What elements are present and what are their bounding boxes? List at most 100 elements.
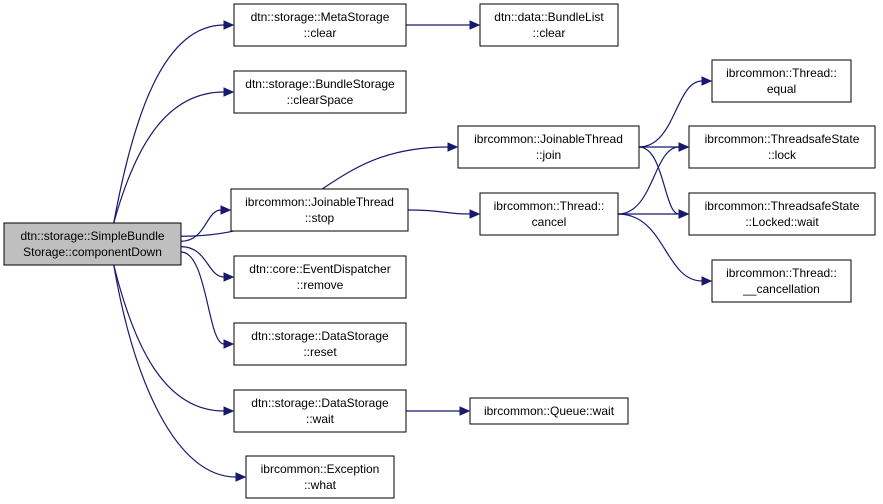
arrowhead [459,406,471,416]
node-box [688,125,876,169]
node-label-line: ::clearSpace [287,93,354,107]
node-joinable-join[interactable]: ibrcommon::JoinableThread::join [457,125,640,169]
edge-line [113,264,225,412]
node-label-line: ibrcommon::ThreadsafeState [705,132,860,146]
arrowhead [678,142,690,152]
node-label-line: ibrcommon::Thread:: [726,266,837,280]
node-box [457,125,640,169]
node-label-line: dtn::core::EventDispatcher [249,262,390,276]
node-label-line: cancel [532,215,567,229]
edge-root-to-datastorage-reset [180,251,235,349]
node-label-line: __cancellation [742,282,820,296]
arrowhead [223,406,235,416]
node-label-line: ::join [536,148,561,162]
node-label-line: ibrcommon::JoinableThread [245,195,394,209]
node-tss-lock[interactable]: ibrcommon::ThreadsafeState::lock [688,125,876,169]
node-label-line: ibrcommon::JoinableThread [474,132,623,146]
edge-root-to-eventdispatcher-remove [180,246,235,282]
arrowhead [469,20,481,30]
edge-joinable-join-to-thread-equal [638,76,713,148]
edge-layer [113,20,713,482]
node-thread-equal[interactable]: ibrcommon::Thread::equal [711,59,852,103]
node-label-line: dtn::storage::BundleStorage [245,77,395,91]
node-label-line: ::Locked::wait [745,215,819,229]
edge-line [180,251,225,345]
arrowhead [223,20,235,30]
node-label-line: dtn::storage::SimpleBundle [20,229,164,243]
arrowhead [223,339,235,349]
node-label-line: dtn::storage::DataStorage [251,329,389,343]
node-layer: dtn::storage::SimpleBundleStorage::compo… [3,3,876,499]
arrowhead [220,205,232,215]
node-label-line: dtn::data::BundleList [494,10,604,24]
node-datastorage-reset[interactable]: dtn::storage::DataStorage::reset [233,322,407,366]
node-bundlestorage-clearspace[interactable]: dtn::storage::BundleStorage::clearSpace [233,70,407,114]
node-box [711,259,852,303]
node-thread-cancellation[interactable]: ibrcommon::Thread::__cancellation [711,259,852,303]
edge-line [113,24,225,224]
node-label-line: ::remove [297,278,344,292]
arrowhead [469,209,481,219]
node-box [688,192,876,236]
edge-joinable-stop-to-thread-cancel [407,209,481,219]
node-box [479,192,619,236]
edge-metastorage-clear-to-bundlelist-clear [406,20,481,30]
node-box [245,455,395,499]
node-label-line: ::clear [533,26,566,40]
node-box [233,255,407,299]
edge-line [180,209,222,242]
node-label-line: ibrcommon::Exception [261,462,380,476]
edge-thread-cancel-to-thread-cancellation [617,213,713,286]
node-label-line: ::reset [303,345,337,359]
node-tss-locked-wait[interactable]: ibrcommon::ThreadsafeState::Locked::wait [688,192,876,236]
edge-datastorage-wait-to-queue-wait [405,406,471,416]
node-datastorage-wait[interactable]: dtn::storage::DataStorage::wait [233,389,407,433]
node-label-line: dtn::storage::MetaStorage [251,10,390,24]
node-label-line: ::clear [304,26,337,40]
arrowhead [678,209,690,219]
node-box [711,59,852,103]
node-exception-what[interactable]: ibrcommon::Exception::what [245,455,395,499]
edge-line [617,146,680,215]
node-label-line: ::wait [306,412,335,426]
arrowhead [701,76,713,86]
arrowhead [235,472,247,482]
node-joinable-stop[interactable]: ibrcommon::JoinableThread::stop [230,188,409,232]
node-label-line: dtn::storage::DataStorage [251,396,389,410]
node-root[interactable]: dtn::storage::SimpleBundleStorage::compo… [3,222,182,266]
node-thread-cancel[interactable]: ibrcommon::Thread::cancel [479,192,619,236]
arrowhead [223,87,235,97]
edge-root-to-datastorage-wait [113,264,235,416]
node-box [233,3,407,47]
arrowhead [223,272,235,282]
node-label-line: ibrcommon::Thread:: [494,199,605,213]
node-label-line: ibrcommon::Thread:: [726,66,837,80]
node-queue-wait[interactable]: ibrcommon::Queue::wait [469,397,629,425]
node-bundlelist-clear[interactable]: dtn::data::BundleList::clear [479,3,619,47]
edge-line [638,80,703,148]
edge-thread-cancel-to-tss-locked-wait [618,209,690,219]
node-label-line: ibrcommon::Queue::wait [484,404,615,418]
node-metastorage-clear[interactable]: dtn::storage::MetaStorage::clear [233,3,407,47]
edge-root-to-metastorage-clear [113,20,235,224]
node-label-line: ::lock [768,148,797,162]
node-eventdispatcher-remove[interactable]: dtn::core::EventDispatcher::remove [233,255,407,299]
node-box [233,322,407,366]
node-box [479,3,619,47]
node-box [233,389,407,433]
node-box [3,222,182,266]
edge-line [638,146,680,215]
edge-line [113,91,225,224]
edge-line [180,246,225,278]
node-label-line: ::what [304,478,337,492]
edge-line [407,209,471,215]
arrowhead [447,142,459,152]
arrowhead [701,276,713,286]
edge-root-to-joinable-stop [180,205,232,242]
node-label-line: ::stop [305,211,335,225]
edge-root-to-exception-what [113,264,247,482]
node-box [233,70,407,114]
node-label-line: Storage::componentDown [23,245,162,259]
node-box [469,397,629,425]
